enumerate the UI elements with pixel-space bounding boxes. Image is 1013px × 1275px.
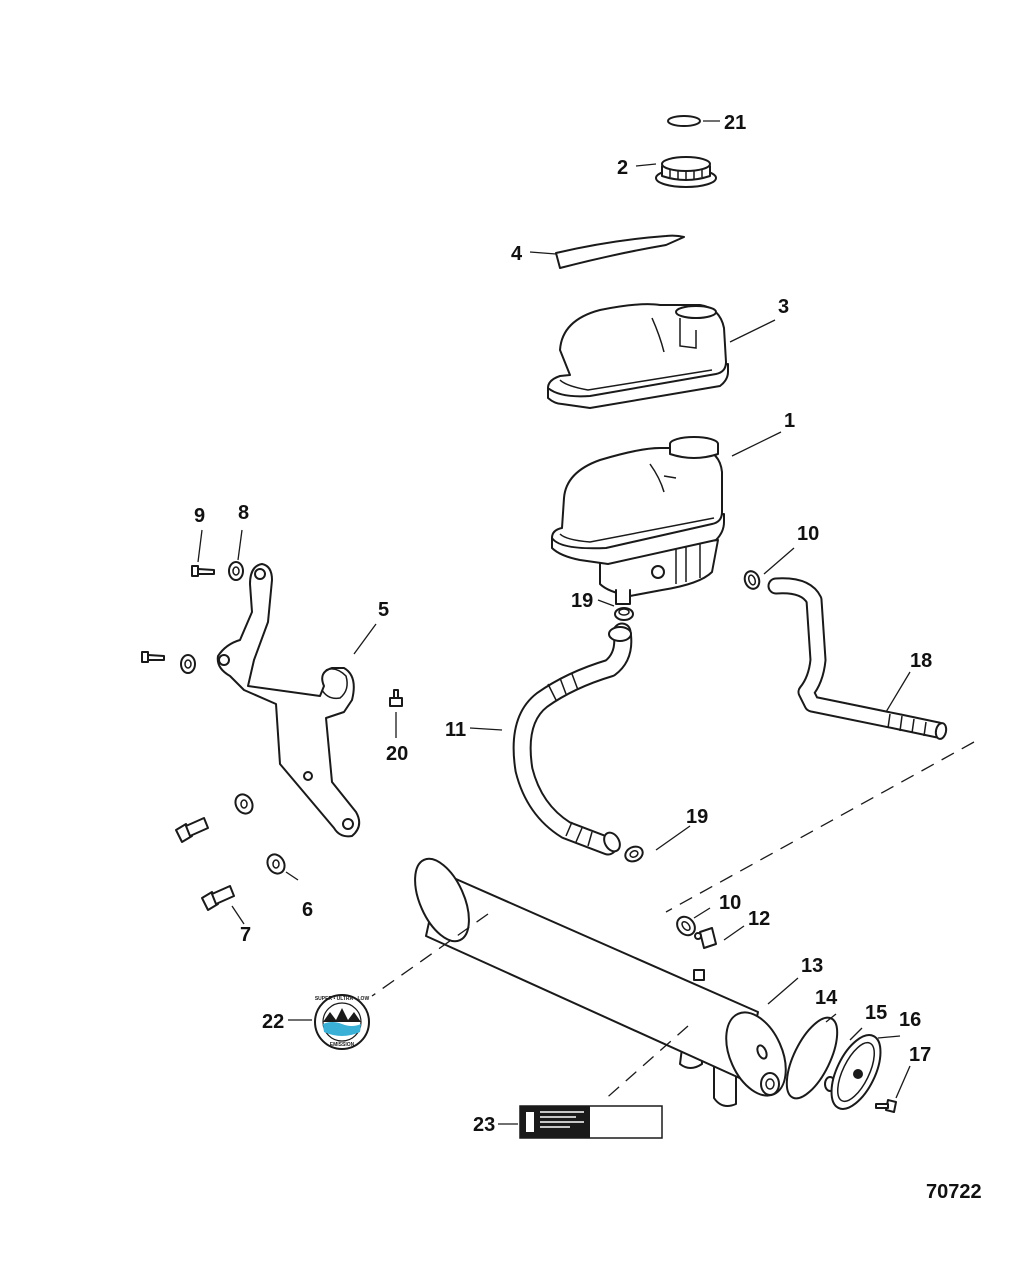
callout-10-upper: 10	[797, 523, 819, 545]
part-2-fill-cap	[655, 156, 717, 188]
part-3-tank-cover	[547, 303, 729, 409]
callout-9: 9	[194, 505, 205, 527]
callout-labels: 21 2 4 3 1 9 8 10 5 19 18 11 20 19 10 12…	[194, 112, 932, 1136]
callout-6: 6	[302, 899, 313, 921]
emblem-text-top: SUPER • ULTRA • LOW	[315, 996, 370, 1002]
callout-22: 22	[262, 1011, 284, 1033]
callout-10-lower: 10	[719, 892, 741, 914]
part-11-coolant-hose	[512, 622, 633, 856]
part-19-hose-clamp-upper	[614, 607, 634, 621]
part-10-hose-clamp-lower	[676, 915, 696, 937]
callout-23: 23	[473, 1114, 495, 1136]
part-10-hose-clamp-upper	[743, 570, 761, 590]
callout-2: 2	[617, 157, 628, 179]
part-22-emission-emblem: SUPER • ULTRA • LOW EMISSION	[314, 994, 370, 1050]
part-13-heat-exchanger	[414, 857, 787, 1107]
part-16-end-cap	[830, 1034, 882, 1110]
callout-12: 12	[748, 908, 770, 930]
callout-15: 15	[865, 1002, 887, 1024]
assembly-lines	[371, 741, 975, 1103]
callout-1: 1	[784, 410, 795, 432]
part-21-o-ring	[667, 115, 701, 127]
part-4-decal	[555, 234, 685, 269]
part-6-washer	[266, 853, 286, 875]
callout-8: 8	[238, 502, 249, 524]
callout-3: 3	[778, 296, 789, 318]
callout-19-lower: 19	[686, 806, 708, 828]
callout-11: 11	[445, 719, 466, 741]
bracket-bolt	[141, 651, 165, 663]
part-17-screw	[875, 1099, 897, 1113]
part-23-label-decal	[519, 1105, 663, 1139]
callout-16: 16	[899, 1009, 921, 1031]
callout-20: 20	[386, 743, 408, 765]
callout-14: 14	[815, 987, 838, 1009]
part-8-nut	[228, 561, 244, 581]
callout-21: 21	[724, 112, 746, 134]
callout-4: 4	[511, 243, 523, 265]
emblem-text-bottom: EMISSION	[330, 1042, 355, 1048]
part-20-screw	[389, 689, 403, 707]
part-19-hose-clamp-lower	[624, 845, 644, 863]
bracket-bolt-lower	[175, 817, 209, 843]
bracket-washer	[234, 793, 254, 815]
callout-19-upper: 19	[571, 590, 593, 612]
callout-7: 7	[240, 924, 251, 946]
part-7-bolt	[201, 885, 235, 911]
part-9-bolt	[191, 565, 215, 577]
callout-18: 18	[910, 650, 932, 672]
callout-5: 5	[378, 599, 389, 621]
part-5-mounting-bracket	[216, 563, 361, 838]
part-1-coolant-tank	[551, 436, 725, 605]
callout-13: 13	[801, 955, 823, 977]
bracket-nut	[180, 654, 196, 674]
part-12-fitting	[694, 927, 717, 949]
figure-number: 70722	[926, 1181, 982, 1203]
callout-17: 17	[909, 1044, 931, 1066]
leader-lines	[197, 120, 911, 1125]
part-18-coolant-hose	[767, 577, 948, 740]
